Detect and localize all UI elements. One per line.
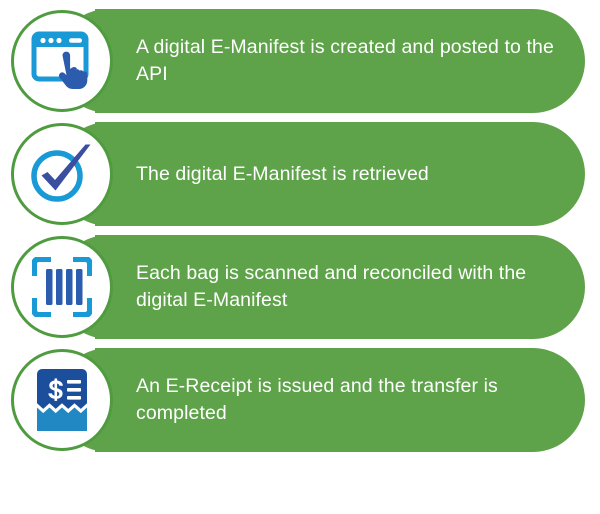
process-step-4: An E-Receipt is issued and the transfer … <box>0 348 600 452</box>
process-step-2: The digital E-Manifest is retrieved <box>0 122 600 226</box>
step-text-container: Each bag is scanned and reconciled with … <box>136 235 566 339</box>
step-icon-badge <box>11 349 113 451</box>
step-pill-left-fill <box>95 122 215 226</box>
barcode-scan-icon <box>32 257 92 317</box>
step-label: Each bag is scanned and reconciled with … <box>136 262 527 311</box>
step-icon-badge <box>11 123 113 225</box>
step-icon-badge <box>11 236 113 338</box>
browser-window-click-icon <box>31 31 93 91</box>
step-pill-left-fill <box>95 9 215 113</box>
dollar-receipt-icon <box>36 368 88 432</box>
step-text-container: The digital E-Manifest is retrieved <box>136 122 566 226</box>
circle-checkmark-icon <box>29 142 95 206</box>
step-icon-badge <box>11 10 113 112</box>
process-step-3: Each bag is scanned and reconciled with … <box>0 235 600 339</box>
step-pill-left-fill <box>95 348 215 452</box>
step-label: An E-Receipt is issued and the transfer … <box>136 375 498 424</box>
step-pill-left-fill <box>95 235 215 339</box>
step-text-container: An E-Receipt is issued and the transfer … <box>136 348 566 452</box>
process-step-1: A digital E-Manifest is created and post… <box>0 9 600 113</box>
step-label: A digital E-Manifest is created and post… <box>136 36 554 85</box>
step-label: The digital E-Manifest is retrieved <box>136 162 429 185</box>
step-text-container: A digital E-Manifest is created and post… <box>136 9 566 113</box>
